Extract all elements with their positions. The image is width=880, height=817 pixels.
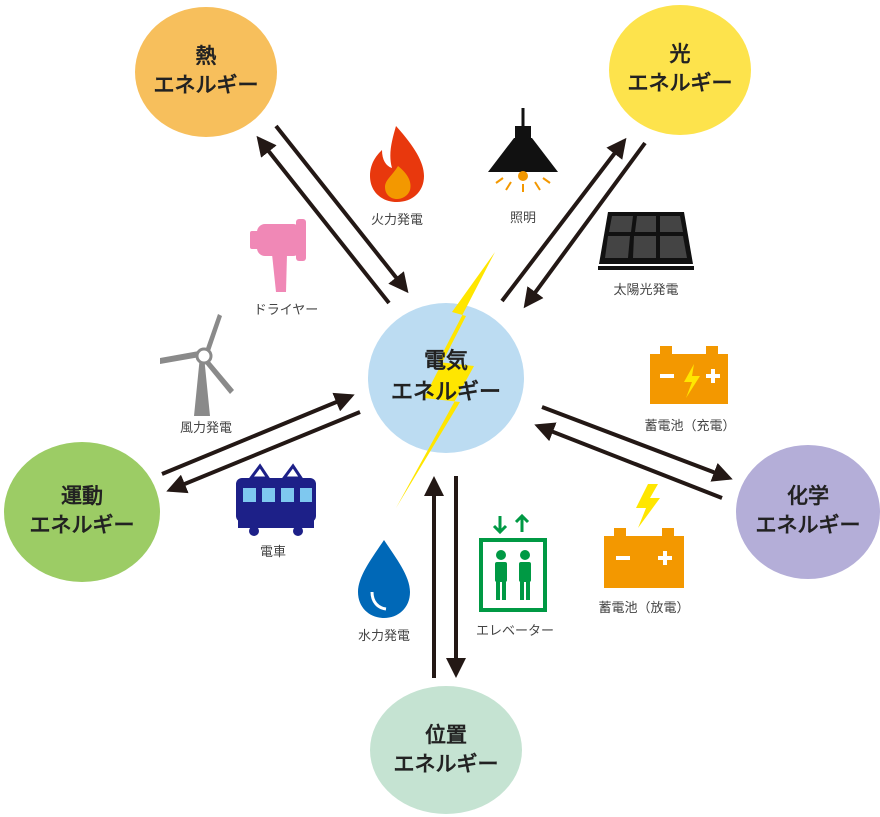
node-chemical-label-line1: 化学 <box>787 484 829 508</box>
node-heat-circle <box>135 7 277 137</box>
node-motion-label-line1: 運動 <box>61 484 103 508</box>
battery-icon-discharge <box>604 484 684 588</box>
arrow-electric-to-light <box>500 137 627 303</box>
node-motion-circle <box>4 442 160 582</box>
solar-panel-icon <box>598 212 694 270</box>
node-motion-label-line2: エネルギー <box>30 513 135 537</box>
node-light-energy: 光 エネルギー <box>609 5 751 135</box>
arrow-motion-to-electric <box>161 392 355 476</box>
label-wind-power: 風力発電 <box>180 421 232 436</box>
label-train: 電車 <box>260 545 286 560</box>
arrow-electric-to-chemical <box>541 405 733 482</box>
arrows <box>161 124 733 678</box>
node-chemical-energy: 化学 エネルギー <box>736 445 880 579</box>
node-heat-energy: 熱 エネルギー <box>135 7 277 137</box>
arrow-chemical-to-electric <box>534 422 723 500</box>
hair-dryer-icon <box>250 219 306 292</box>
label-battery-discharge: 蓄電池（放電） <box>598 601 689 616</box>
node-position-energy: 位置 エネルギー <box>370 686 522 814</box>
label-solar-power: 太陽光発電 <box>613 283 678 298</box>
label-elevator: エレベーター <box>476 624 554 639</box>
label-lighting: 照明 <box>510 211 536 226</box>
arrow-light-to-electric <box>523 141 647 309</box>
node-chemical-label-line2: エネルギー <box>756 513 861 537</box>
water-drop-icon <box>358 540 410 618</box>
label-thermal-power: 火力発電 <box>371 213 423 228</box>
label-hydro-power: 水力発電 <box>358 629 410 644</box>
node-motion-energy: 運動 エネルギー <box>4 442 160 582</box>
node-electric-label-line1: 電気 <box>424 348 468 374</box>
node-light-circle <box>609 5 751 135</box>
node-position-circle <box>370 686 522 814</box>
flame-icon <box>370 126 424 202</box>
node-heat-label-line1: 熱 <box>196 44 217 68</box>
node-position-label-line1: 位置 <box>425 723 467 747</box>
wind-turbine-icon <box>160 314 234 416</box>
arrow-electric-to-motion <box>166 410 361 494</box>
pendant-lamp-icon <box>488 108 558 192</box>
node-light-label-line1: 光 <box>669 42 691 66</box>
node-heat-label-line2: エネルギー <box>154 73 259 97</box>
elevator-icon <box>479 513 547 612</box>
train-icon <box>236 463 316 536</box>
label-hair-dryer: ドライヤー <box>254 303 319 318</box>
arrow-electric-to-heat <box>256 135 391 305</box>
node-position-label-line2: エネルギー <box>394 752 499 776</box>
battery-icon-charge <box>650 346 728 404</box>
node-electric-energy: 電気 エネルギー <box>368 252 524 508</box>
node-electric-label-line2: エネルギー <box>391 380 501 405</box>
label-battery-charge: 蓄電池（充電） <box>644 418 735 434</box>
arrow-heat-to-electric <box>274 124 409 294</box>
node-light-label-line2: エネルギー <box>628 71 733 95</box>
lightning-bolt-icon <box>396 252 495 508</box>
node-chemical-circle <box>736 445 880 579</box>
